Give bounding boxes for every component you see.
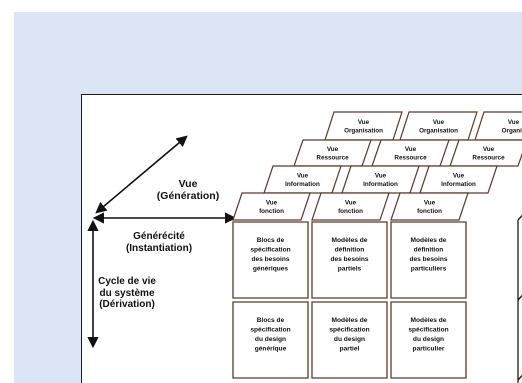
design-model-cell-text: spécification bbox=[250, 326, 290, 333]
view-information-cell-text: Vue bbox=[453, 172, 465, 179]
view-organisation-cell bbox=[474, 111, 522, 141]
design-model-cell-text: du design bbox=[413, 336, 444, 343]
view-organisation-cell-text: Organisation bbox=[419, 127, 458, 134]
design-model-cell-text: partiel bbox=[340, 345, 360, 352]
lifecycle-axis-label: Cycle de vie du système (Dérivation) bbox=[95, 276, 159, 311]
view-organisation-cell-text: Organisation bbox=[344, 127, 383, 134]
view-resource-cell bbox=[449, 139, 522, 167]
design-model-cell-text: Blocs de bbox=[257, 317, 285, 324]
view-function-cell-text: fonction bbox=[417, 208, 442, 215]
view-organisation-cell-text: Vue bbox=[358, 119, 370, 126]
view-function-cell-text: fonction bbox=[259, 208, 284, 215]
design-model-cell-text: Modèles de bbox=[411, 317, 447, 324]
lifecycle-axis-label-line: du système bbox=[99, 287, 155, 299]
view-information-cell-text: Information bbox=[363, 181, 398, 188]
requirements-model-cell-text: des besoins bbox=[409, 256, 447, 263]
view-axis-label-line: (Génération) bbox=[156, 190, 220, 203]
view-resource-cell-text: Vue bbox=[405, 146, 417, 153]
design-model-cell-text: du design bbox=[334, 336, 365, 343]
design-model-cell-text: particulier bbox=[413, 345, 445, 352]
view-axis-label: Vue (Génération) bbox=[150, 178, 226, 202]
view-information-cell-text: Vue bbox=[297, 172, 309, 179]
view-resource-cell-text: Vue bbox=[483, 146, 495, 153]
requirements-model-cell bbox=[390, 221, 467, 299]
design-model-cell-text: spécification bbox=[408, 326, 448, 333]
view-function-cell bbox=[311, 192, 390, 221]
requirements-model-cell bbox=[311, 221, 388, 299]
requirements-model-cell-text: des besoins bbox=[251, 256, 289, 263]
view-information-cell bbox=[419, 165, 498, 194]
requirements-model-cell-text: génériques bbox=[253, 265, 289, 272]
view-resource-cell-text: Ressource bbox=[316, 154, 349, 161]
design-model-cell bbox=[232, 301, 309, 379]
requirements-model-cell-text: Blocs de bbox=[257, 237, 285, 244]
view-function-cell-text: Vue bbox=[424, 199, 436, 206]
lifecycle-axis-label-line: (Dérivation) bbox=[99, 299, 155, 310]
view-axis-label-line: Vue bbox=[178, 178, 198, 190]
design-model-cell-text: générique bbox=[255, 345, 287, 352]
view-information-cell-text: Information bbox=[441, 181, 476, 188]
view-organisation-cell bbox=[324, 111, 403, 141]
requirements-model-cell-text: définition bbox=[335, 246, 365, 253]
view-function-cell-text: Vue bbox=[266, 199, 278, 206]
requirements-model-cell-text: spécification bbox=[250, 246, 290, 253]
requirements-model-cell-text: Modèles de bbox=[411, 237, 447, 244]
view-resource-cell-text: Ressource bbox=[472, 154, 505, 161]
view-organisation-cell bbox=[399, 111, 478, 141]
view-axis-arrow bbox=[95, 135, 188, 214]
requirements-model-cell-text: Modèles de bbox=[332, 237, 368, 244]
requirements-model-cell-text: des besoins bbox=[330, 256, 368, 263]
view-information-cell bbox=[263, 165, 342, 194]
view-resource-cell-text: Ressource bbox=[394, 154, 427, 161]
genericity-axis-label: Générécité (Instantiation) bbox=[104, 231, 214, 254]
view-information-cell-text: Information bbox=[285, 181, 320, 188]
view-organisation-cell-text: Vue bbox=[508, 119, 520, 126]
genericity-axis-label-line: (Instantiation) bbox=[125, 242, 193, 254]
view-information-cell bbox=[341, 165, 420, 194]
view-organisation-cell-text: Organis bbox=[502, 127, 522, 134]
design-model-cell bbox=[311, 301, 388, 379]
requirements-model-cell bbox=[232, 221, 309, 299]
view-resource-cell-text: Vue bbox=[327, 146, 339, 153]
design-model-cell-text: spécification bbox=[329, 326, 369, 333]
requirements-model-cell-text: partiels bbox=[338, 265, 362, 272]
requirements-model-cell-text: définition bbox=[414, 246, 444, 253]
view-resource-cell bbox=[293, 139, 372, 167]
view-function-cell-text: fonction bbox=[338, 208, 363, 215]
view-function-cell bbox=[232, 192, 311, 221]
design-model-cell-text: Modèles de bbox=[332, 317, 368, 324]
view-organisation-cell-text: Vue bbox=[433, 119, 445, 126]
requirements-model-cell-text: particuliers bbox=[411, 265, 447, 272]
design-model-cell-text: du design bbox=[255, 336, 286, 343]
view-resource-cell bbox=[371, 139, 450, 167]
design-model-cell bbox=[390, 301, 467, 379]
genericity-axis-label-line: Générécité bbox=[133, 231, 185, 242]
view-function-cell-text: Vue bbox=[345, 199, 357, 206]
view-information-cell-text: Vue bbox=[375, 172, 387, 179]
lifecycle-axis-label-line: Cycle de vie bbox=[98, 276, 156, 287]
view-function-cell bbox=[390, 192, 469, 221]
